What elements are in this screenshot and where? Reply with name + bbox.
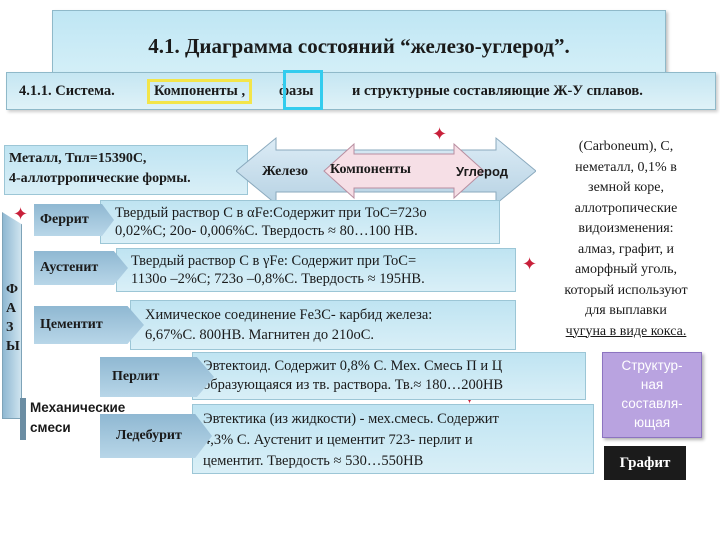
subtitle-components: Компоненты , xyxy=(147,79,253,104)
phases-vertical-label: Ф А З Ы xyxy=(6,280,20,356)
perlite-label: Перлит xyxy=(112,369,160,384)
star-icon: ✦ xyxy=(432,124,448,144)
carbon-line: земной коре, xyxy=(588,180,664,195)
star-icon: ✦ xyxy=(522,254,538,274)
carbon-line: для выплавки xyxy=(585,303,667,318)
structural-line: составля- xyxy=(621,396,683,411)
carbon-line: видоизменения: xyxy=(578,221,674,236)
subtitle-phases: фазы xyxy=(279,83,314,99)
cementite-label-arrow: Цементит xyxy=(34,306,144,344)
ledeburite-line-1: Эвтектика (из жидкости) - мех.смесь. Сод… xyxy=(203,411,499,427)
metal-line-1: Металл, Тпл=15390С, xyxy=(9,151,147,166)
components-double-arrow xyxy=(236,136,536,206)
cementite-line-1: Химическое соединение Fe3C- карбид желез… xyxy=(145,307,433,323)
structural-line: ющая xyxy=(633,415,671,430)
ledeburite-panel: Эвтектика (из жидкости) - мех.смесь. Сод… xyxy=(192,404,594,474)
ledeburite-label-arrow: Ледебурит xyxy=(100,414,212,458)
phases-letter: З xyxy=(6,320,14,335)
carbon-description: (Carboneum), C, неметалл, 0,1% в земной … xyxy=(536,137,716,342)
carbon-line: аллотропические xyxy=(574,200,678,216)
phases-letter: Ф xyxy=(6,282,19,297)
ferrite-panel: Твердый раствор С в αFe:Содержит при ТоС… xyxy=(100,200,500,244)
graphite-badge: Графит xyxy=(604,446,686,480)
graphite-label: Графит xyxy=(619,454,671,471)
austenite-label-arrow: Аустенит xyxy=(34,251,128,285)
carbon-line: чугуна в виде кокса. xyxy=(565,323,687,339)
mech-bracket xyxy=(20,398,26,440)
cementite-line-2: 6,67%С. 800HB. Магнитен до 210оС. xyxy=(145,327,375,343)
star-icon: ✦ xyxy=(13,204,29,224)
ferrite-line-2: 0,02%С; 20о- 0,006%С. Твердость ≈ 80…100… xyxy=(115,223,418,239)
subtitle-bar: 4.1.1. Система. Компоненты , фазы и стру… xyxy=(6,72,716,110)
carbon-line: (Carboneum), C, xyxy=(578,139,674,154)
ferrite-label: Феррит xyxy=(40,212,89,227)
ferrite-label-arrow: Феррит xyxy=(34,204,114,236)
ledeburite-label: Ледебурит xyxy=(116,428,182,443)
austenite-label: Аустенит xyxy=(40,260,99,275)
perlite-label-arrow: Перлит xyxy=(100,357,214,397)
austenite-line-1: Твердый раствор С в γFe: Содержит при То… xyxy=(131,253,417,269)
structural-component-badge: Структур- ная составля- ющая xyxy=(602,352,702,438)
mech-label-line: Механические xyxy=(30,400,126,415)
subtitle-structural: и структурные составляющие Ж-У сплавов. xyxy=(352,83,643,99)
perlite-panel: Эвтектоид. Содержит 0,8% С. Мех. Смесь П… xyxy=(192,352,586,400)
metal-line-2: 4-аллотрропические формы. xyxy=(9,171,191,186)
ledeburite-line-2: 4,3% С. Аустенит и цементит 723- перлит … xyxy=(203,432,473,448)
mech-label-line: смеси xyxy=(30,420,71,435)
carbon-line: аморфный уголь, xyxy=(574,262,678,277)
structural-line: ная xyxy=(640,377,664,392)
phases-letter: Ы xyxy=(6,339,20,354)
component-iron: Железо xyxy=(262,164,308,179)
perlite-line-2: образующаяся из тв. раствора. Тв.≈ 180…2… xyxy=(203,377,504,393)
component-carbon: Углерод xyxy=(456,164,508,179)
ferrite-line-1: Твердый раствор С в αFe:Содержит при ТоС… xyxy=(115,205,427,221)
metal-box: Металл, Тпл=15390С, 4-аллотрропические ф… xyxy=(4,145,248,195)
carbon-line: неметалл, 0,1% в xyxy=(575,159,677,175)
ledeburite-line-3: цементит. Твердость ≈ 530…550НВ xyxy=(203,453,424,469)
cementite-label: Цементит xyxy=(40,317,103,332)
mech-mixtures-label: Механические смеси xyxy=(30,398,125,438)
phases-highlight-frame xyxy=(283,70,323,110)
perlite-line-1: Эвтектоид. Содержит 0,8% С. Мех. Смесь П… xyxy=(203,358,503,374)
page-title: 4.1. Диаграмма состояний “железо-углерод… xyxy=(148,33,570,58)
phases-letter: А xyxy=(6,301,17,316)
austenite-line-2: 1130о –2%С; 723о –0,8%С. Твердость ≈ 195… xyxy=(131,271,425,287)
page-title-box: 4.1. Диаграмма состояний “железо-углерод… xyxy=(52,10,666,82)
cementite-panel: Химическое соединение Fe3C- карбид желез… xyxy=(130,300,516,350)
subtitle-system: 4.1.1. Система. xyxy=(19,83,115,99)
carbon-line: который используют xyxy=(564,282,688,298)
carbon-line: алмаз, графит, и xyxy=(578,241,674,257)
austenite-panel: Твердый раствор С в γFe: Содержит при То… xyxy=(116,248,516,292)
component-label: Компоненты xyxy=(330,162,411,177)
structural-line: Структур- xyxy=(621,358,683,373)
